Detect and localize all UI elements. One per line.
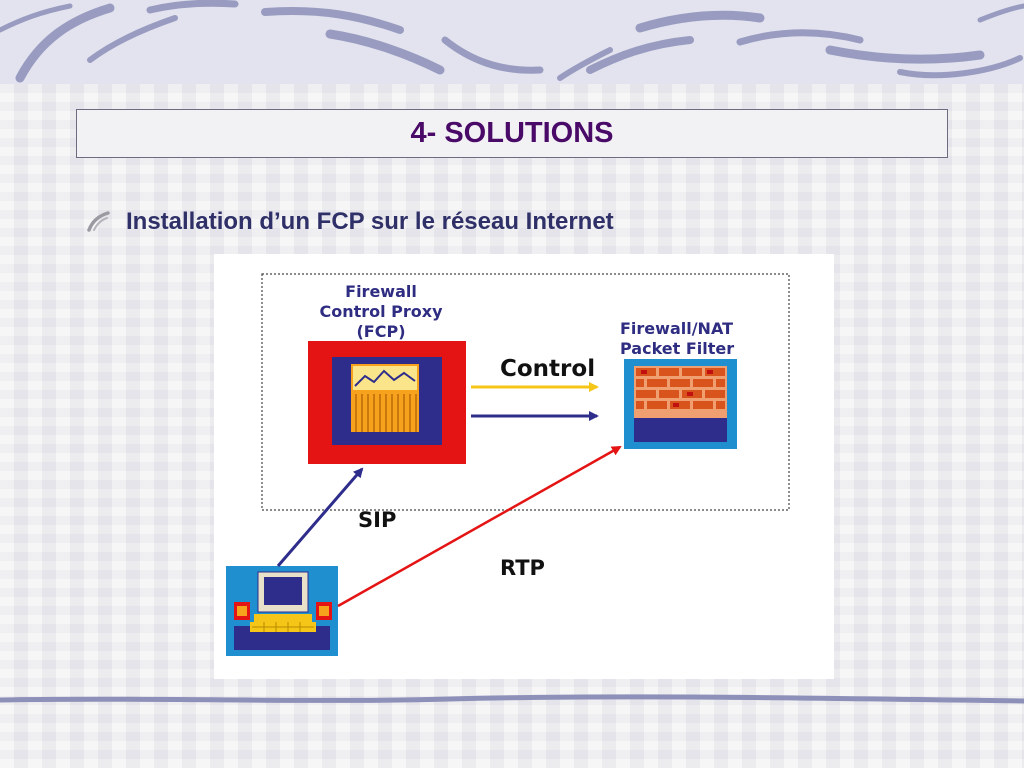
sip-arrow (276, 467, 364, 567)
fcp-label-line-3: (FCP) (356, 322, 406, 341)
proxy-firewall-icon (308, 341, 466, 464)
sip-label: SIP (358, 508, 397, 532)
trusted-zone-boundary (261, 273, 790, 511)
bullet-text: Installation d’un FCP sur le réseau Inte… (126, 208, 614, 235)
slide-title: 4- SOLUTIONS (410, 117, 614, 149)
workstation-icon (226, 566, 338, 656)
control-label: Control (500, 356, 596, 382)
brick-firewall-icon (624, 359, 737, 449)
swirl-decoration (0, 0, 1024, 84)
diagram-canvas (226, 273, 790, 656)
nat-label-line-1: Firewall/NAT (620, 319, 733, 338)
bottom-divider (0, 694, 1024, 704)
rtp-label: RTP (500, 556, 545, 580)
title-box: 4- SOLUTIONS (76, 109, 948, 158)
fcp-label-line-2: Control Proxy (319, 302, 443, 321)
fcp-label-line-1: Firewall (345, 282, 417, 301)
nat-label-line-2: Packet Filter (620, 339, 735, 358)
rtp-arrow (337, 445, 622, 608)
bullet-swoosh-icon (87, 211, 110, 232)
